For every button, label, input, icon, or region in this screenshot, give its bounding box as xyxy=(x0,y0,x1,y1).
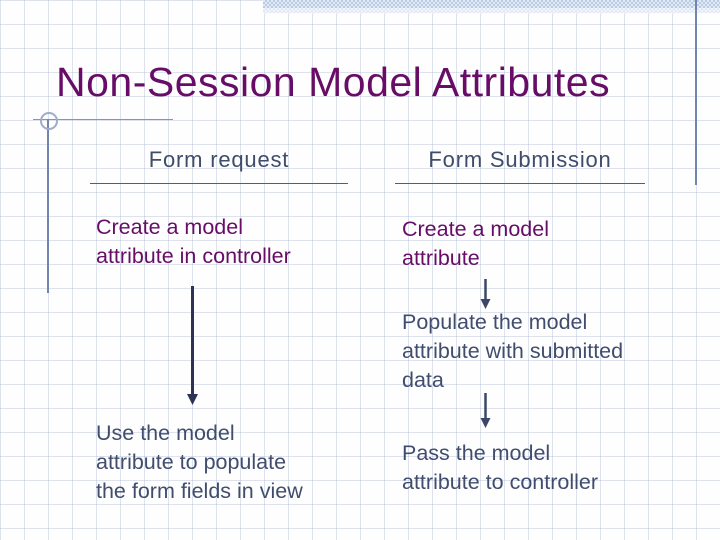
step-text-line: Use the model xyxy=(96,421,235,445)
left-accent-vertical-line xyxy=(47,119,49,293)
step-text-line: attribute to populate xyxy=(96,450,287,474)
step-text-line: attribute to controller xyxy=(402,470,598,494)
down-arrow-icon xyxy=(480,393,491,428)
step-text-line: attribute with submitted xyxy=(402,339,624,363)
right-accent-line xyxy=(695,0,697,185)
slide-title: Non-Session Model Attributes xyxy=(56,59,611,105)
step-text-line: Populate the model xyxy=(402,310,588,334)
title-underline-decoration xyxy=(33,119,173,120)
corner-circle-decoration xyxy=(40,112,58,130)
right-step-pass-model: Pass the model attribute to controller xyxy=(402,439,598,497)
step-text-line: attribute in controller xyxy=(96,244,291,268)
left-step-create-model: Create a model attribute in controller xyxy=(96,213,291,271)
top-accent-band xyxy=(263,0,720,13)
step-text-line: attribute xyxy=(402,246,480,270)
step-text-line: data xyxy=(402,368,444,392)
step-text-line: the form fields in view xyxy=(96,479,303,503)
right-step-populate-model: Populate the model attribute with submit… xyxy=(402,308,623,395)
down-arrow-icon xyxy=(187,286,198,405)
left-column-heading: Form request xyxy=(90,146,348,184)
right-step-create-model: Create a model attribute xyxy=(402,215,549,273)
step-text-line: Create a model xyxy=(402,217,549,241)
down-arrow-icon xyxy=(480,279,491,309)
left-step-use-model: Use the model attribute to populate the … xyxy=(96,419,303,506)
right-column-heading: Form Submission xyxy=(395,146,645,184)
step-text-line: Pass the model xyxy=(402,441,551,465)
step-text-line: Create a model xyxy=(96,215,243,239)
